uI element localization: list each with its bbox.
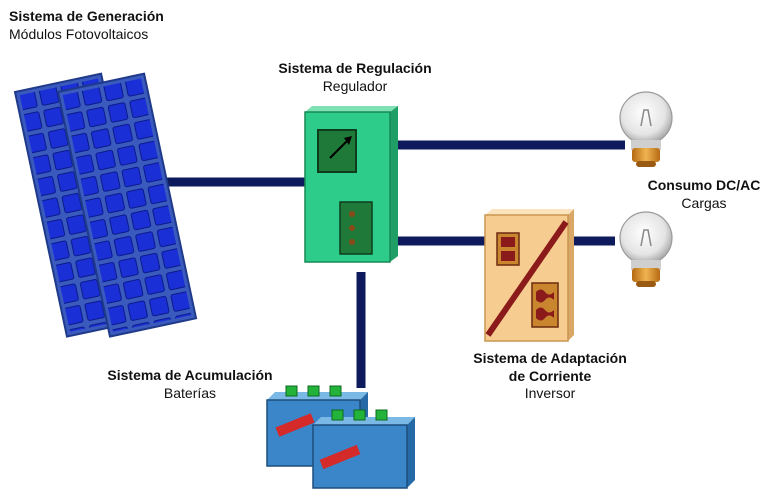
regulation-subtitle: Regulador	[322, 77, 388, 94]
consumption-label: Consumo DC/AC Cargas	[640, 177, 768, 212]
adaptation-subtitle: Inversor	[524, 385, 576, 401]
generation-title: Sistema de Generación	[9, 8, 164, 24]
accumulation-label: Sistema de Acumulación Baterías	[85, 367, 295, 402]
adaptation-title-line2: de Corriente	[508, 367, 592, 384]
adaptation-label: Sistema de Adaptación de Corriente Inver…	[445, 350, 655, 403]
generation-subtitle: Módulos Fotovoltaicos	[9, 25, 149, 42]
regulation-title: Sistema de Regulación	[278, 60, 432, 76]
battery-icon	[312, 409, 415, 489]
light-bulb-icon	[619, 211, 673, 287]
solar-panel-icon	[13, 72, 198, 338]
generation-label: Sistema de Generación Módulos Fotovoltai…	[9, 8, 164, 43]
regulator-icon	[304, 106, 398, 263]
wires	[165, 140, 625, 388]
inverter-icon	[484, 209, 574, 342]
accumulation-subtitle: Baterías	[163, 384, 217, 401]
regulation-label: Sistema de Regulación Regulador	[250, 60, 460, 95]
light-bulb-icon	[619, 91, 673, 167]
consumption-subtitle: Cargas	[681, 194, 727, 211]
accumulation-title: Sistema de Acumulación	[107, 367, 273, 383]
consumption-title: Consumo DC/AC	[647, 177, 761, 193]
adaptation-title-line1: Sistema de Adaptación	[473, 350, 627, 366]
